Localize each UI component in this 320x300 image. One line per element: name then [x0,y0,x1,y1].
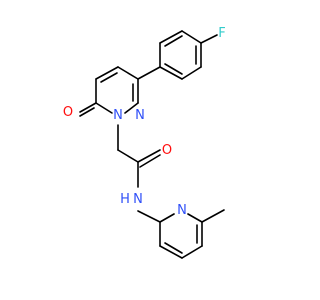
bond [181,245,203,259]
bonds [79,30,225,259]
bond [124,102,139,114]
bond [159,245,183,259]
bond-double [100,72,118,83]
bond [181,30,202,44]
bond-double [164,35,183,47]
bond [159,66,183,80]
amide-oxygen-label: O [162,143,172,158]
bond [137,149,161,163]
bond [201,209,225,223]
molecule-canvas: F O N N O N H N [62,26,226,259]
ring-carbonyl-oxygen-label: O [63,105,73,120]
bond-double [79,107,95,117]
bond [79,102,97,113]
bond-double [164,63,183,75]
amide-nitrogen-label: N [133,192,143,207]
bond [181,66,202,80]
bond-double [164,242,183,254]
bond [159,30,183,44]
bond [187,213,203,223]
bond [137,66,161,80]
ring-nitrogen-2-label: N [135,108,145,123]
bond [200,34,218,44]
bond-double [139,154,161,168]
bond [137,210,161,223]
amide-hydrogen-label: H [120,192,130,207]
fluorine-label: F [218,26,225,41]
bond [95,66,119,80]
atom-labels: F O N N O N H N [63,26,226,218]
bond [117,66,139,80]
ring-nitrogen-1-label: N [113,108,123,123]
pyridine-nitrogen-label: N [177,203,187,218]
bond [117,149,139,163]
bond [159,213,175,223]
molecule-structure: F O N N O N H N [63,26,226,259]
bond [95,102,113,114]
